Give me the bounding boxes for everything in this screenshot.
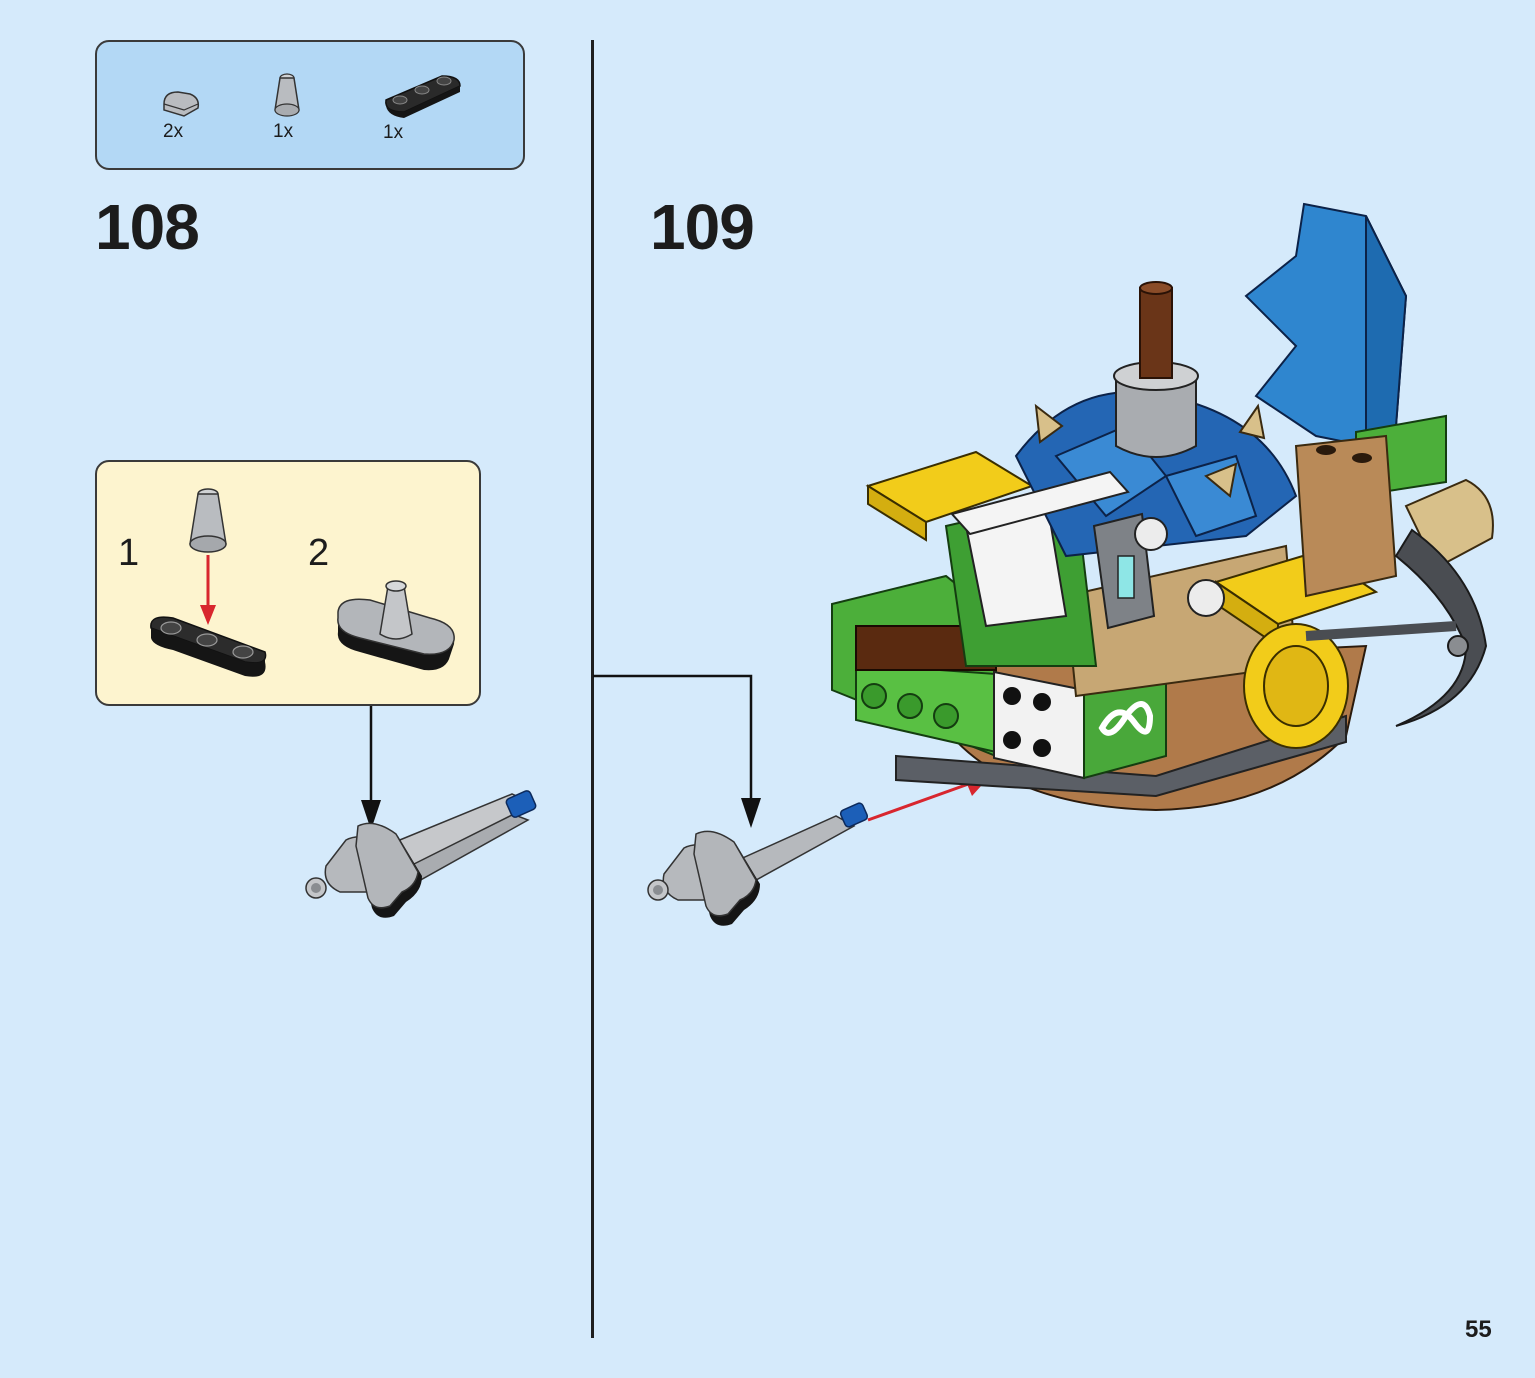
cone-icon <box>274 73 300 117</box>
page-divider <box>591 40 594 1338</box>
page-number: 55 <box>1465 1316 1492 1343</box>
red-insert-arrow <box>200 555 216 625</box>
sub-step-1: 1 <box>118 532 140 574</box>
part-qty: 1x <box>273 121 294 142</box>
callout-arrow <box>361 706 381 830</box>
axle-assembly-icon <box>647 802 869 926</box>
black-plate-icon <box>385 75 461 118</box>
axle-assembly-icon <box>305 790 537 918</box>
combined-part-icon <box>337 580 455 671</box>
cone-icon <box>189 488 227 553</box>
boat-model-illustration <box>831 202 1494 812</box>
step-number-108: 108 <box>95 191 200 263</box>
part-qty: 1x <box>383 122 404 143</box>
step-number-109: 109 <box>650 191 755 263</box>
black-plate-icon <box>150 616 267 677</box>
sub-step-2: 2 <box>308 532 330 574</box>
part-qty: 2x <box>163 121 184 142</box>
callout-arrow <box>593 674 761 828</box>
round-tile-icon <box>163 91 200 117</box>
